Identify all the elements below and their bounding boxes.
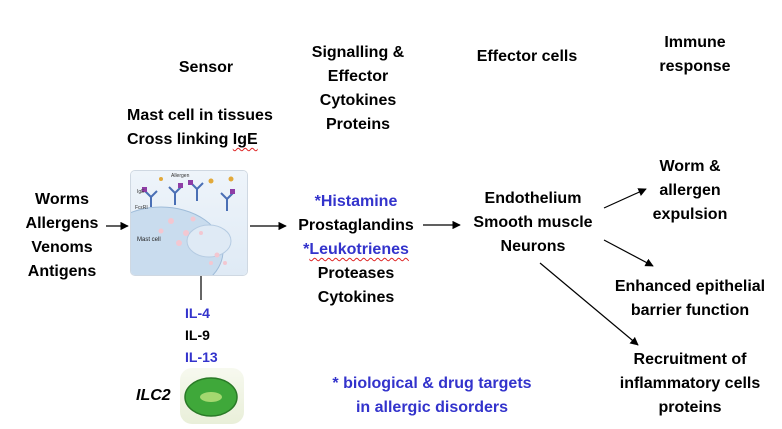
arrow-to-worm-expulsion <box>603 188 647 209</box>
ilc2-label: ILC2 <box>136 387 171 404</box>
mediators-list: *Histamine Prostaglandins *Leukotrienes … <box>298 193 414 306</box>
response-barrier: Enhanced epithelial barrier function <box>614 278 766 319</box>
response-recruitment: Recruitment of inflammatory cells protei… <box>619 351 761 416</box>
receptor-label: FcεRI <box>135 205 148 211</box>
mast-cell-image: Allergen IgE FcεRI Mast cell <box>131 171 247 275</box>
mast-cell-drawing: Allergen IgE FcεRI Mast cell <box>131 173 235 275</box>
header-effector-cells: Effector cells <box>476 48 578 65</box>
triggers-list: Worms Allergens Venoms Antigens <box>25 191 99 280</box>
sensor-detail: Mast cell in tissues Cross linking IgE <box>127 107 273 148</box>
mast-cell-label: Mast cell <box>137 237 161 243</box>
ilc2-cell-drawing <box>184 377 238 417</box>
response-worm-expulsion: Worm & allergen expulsion <box>652 158 728 223</box>
ige-label: IgE <box>137 189 145 195</box>
arrow-to-recruitment <box>539 262 639 346</box>
header-sensor: Sensor <box>178 59 234 76</box>
header-signalling: Signalling & Effector Cytokines Proteins <box>311 44 405 133</box>
arrow-to-barrier <box>603 239 654 267</box>
header-immune-response: Immune response <box>659 34 731 75</box>
input-cytokines: IL-4 IL-9 IL-13 <box>185 305 218 365</box>
allergen-label: Allergen <box>171 173 190 179</box>
ilc2-cell-image <box>180 368 244 424</box>
effector-targets: Endothelium Smooth muscle Neurons <box>473 190 593 255</box>
footnote: * biological & drug targets in allergic … <box>332 375 532 416</box>
